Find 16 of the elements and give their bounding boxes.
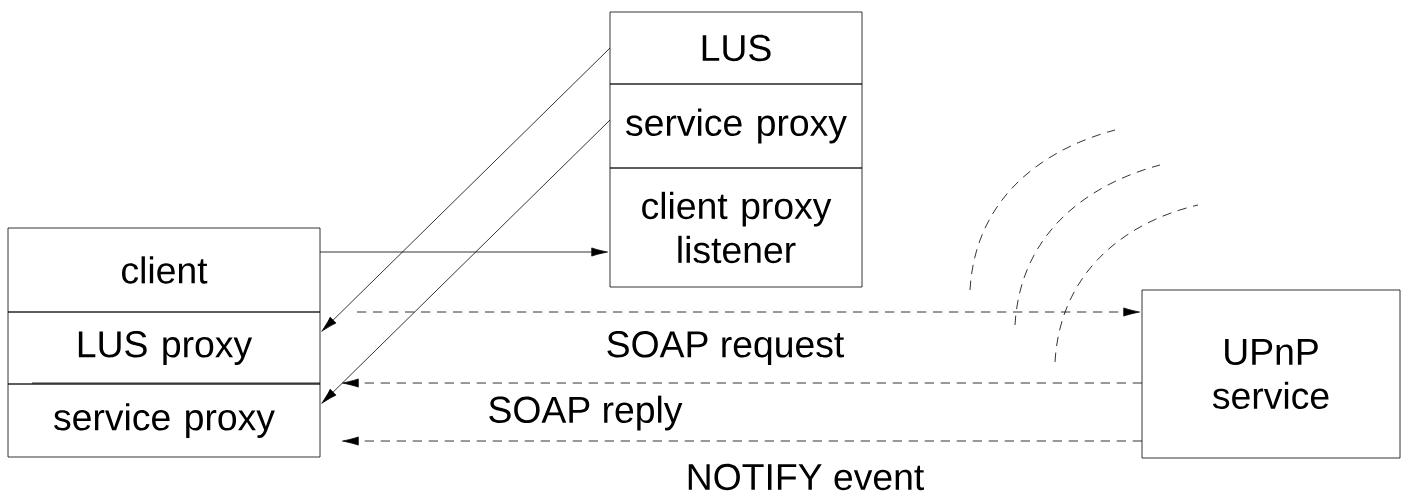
edge-label: SOAP request — [604, 329, 846, 367]
arrow — [342, 436, 1143, 446]
service-box: UPnP service — [1141, 289, 1401, 459]
compartment-box: service proxy — [7, 383, 321, 458]
compartment-box: LUS proxy — [7, 311, 321, 385]
compartment-box: LUS — [609, 11, 863, 85]
arrow — [321, 119, 611, 404]
arrow — [342, 378, 1143, 388]
arrow — [321, 47, 611, 332]
arrow — [356, 307, 1140, 317]
arrow — [319, 247, 608, 257]
compartment-box: client proxy listener — [609, 167, 863, 288]
edge-label: SOAP reply — [486, 394, 684, 432]
compartment-box: service proxy — [609, 83, 863, 169]
edge-label: NOTIFY event — [684, 462, 926, 492]
compartment-box: client — [7, 227, 321, 313]
